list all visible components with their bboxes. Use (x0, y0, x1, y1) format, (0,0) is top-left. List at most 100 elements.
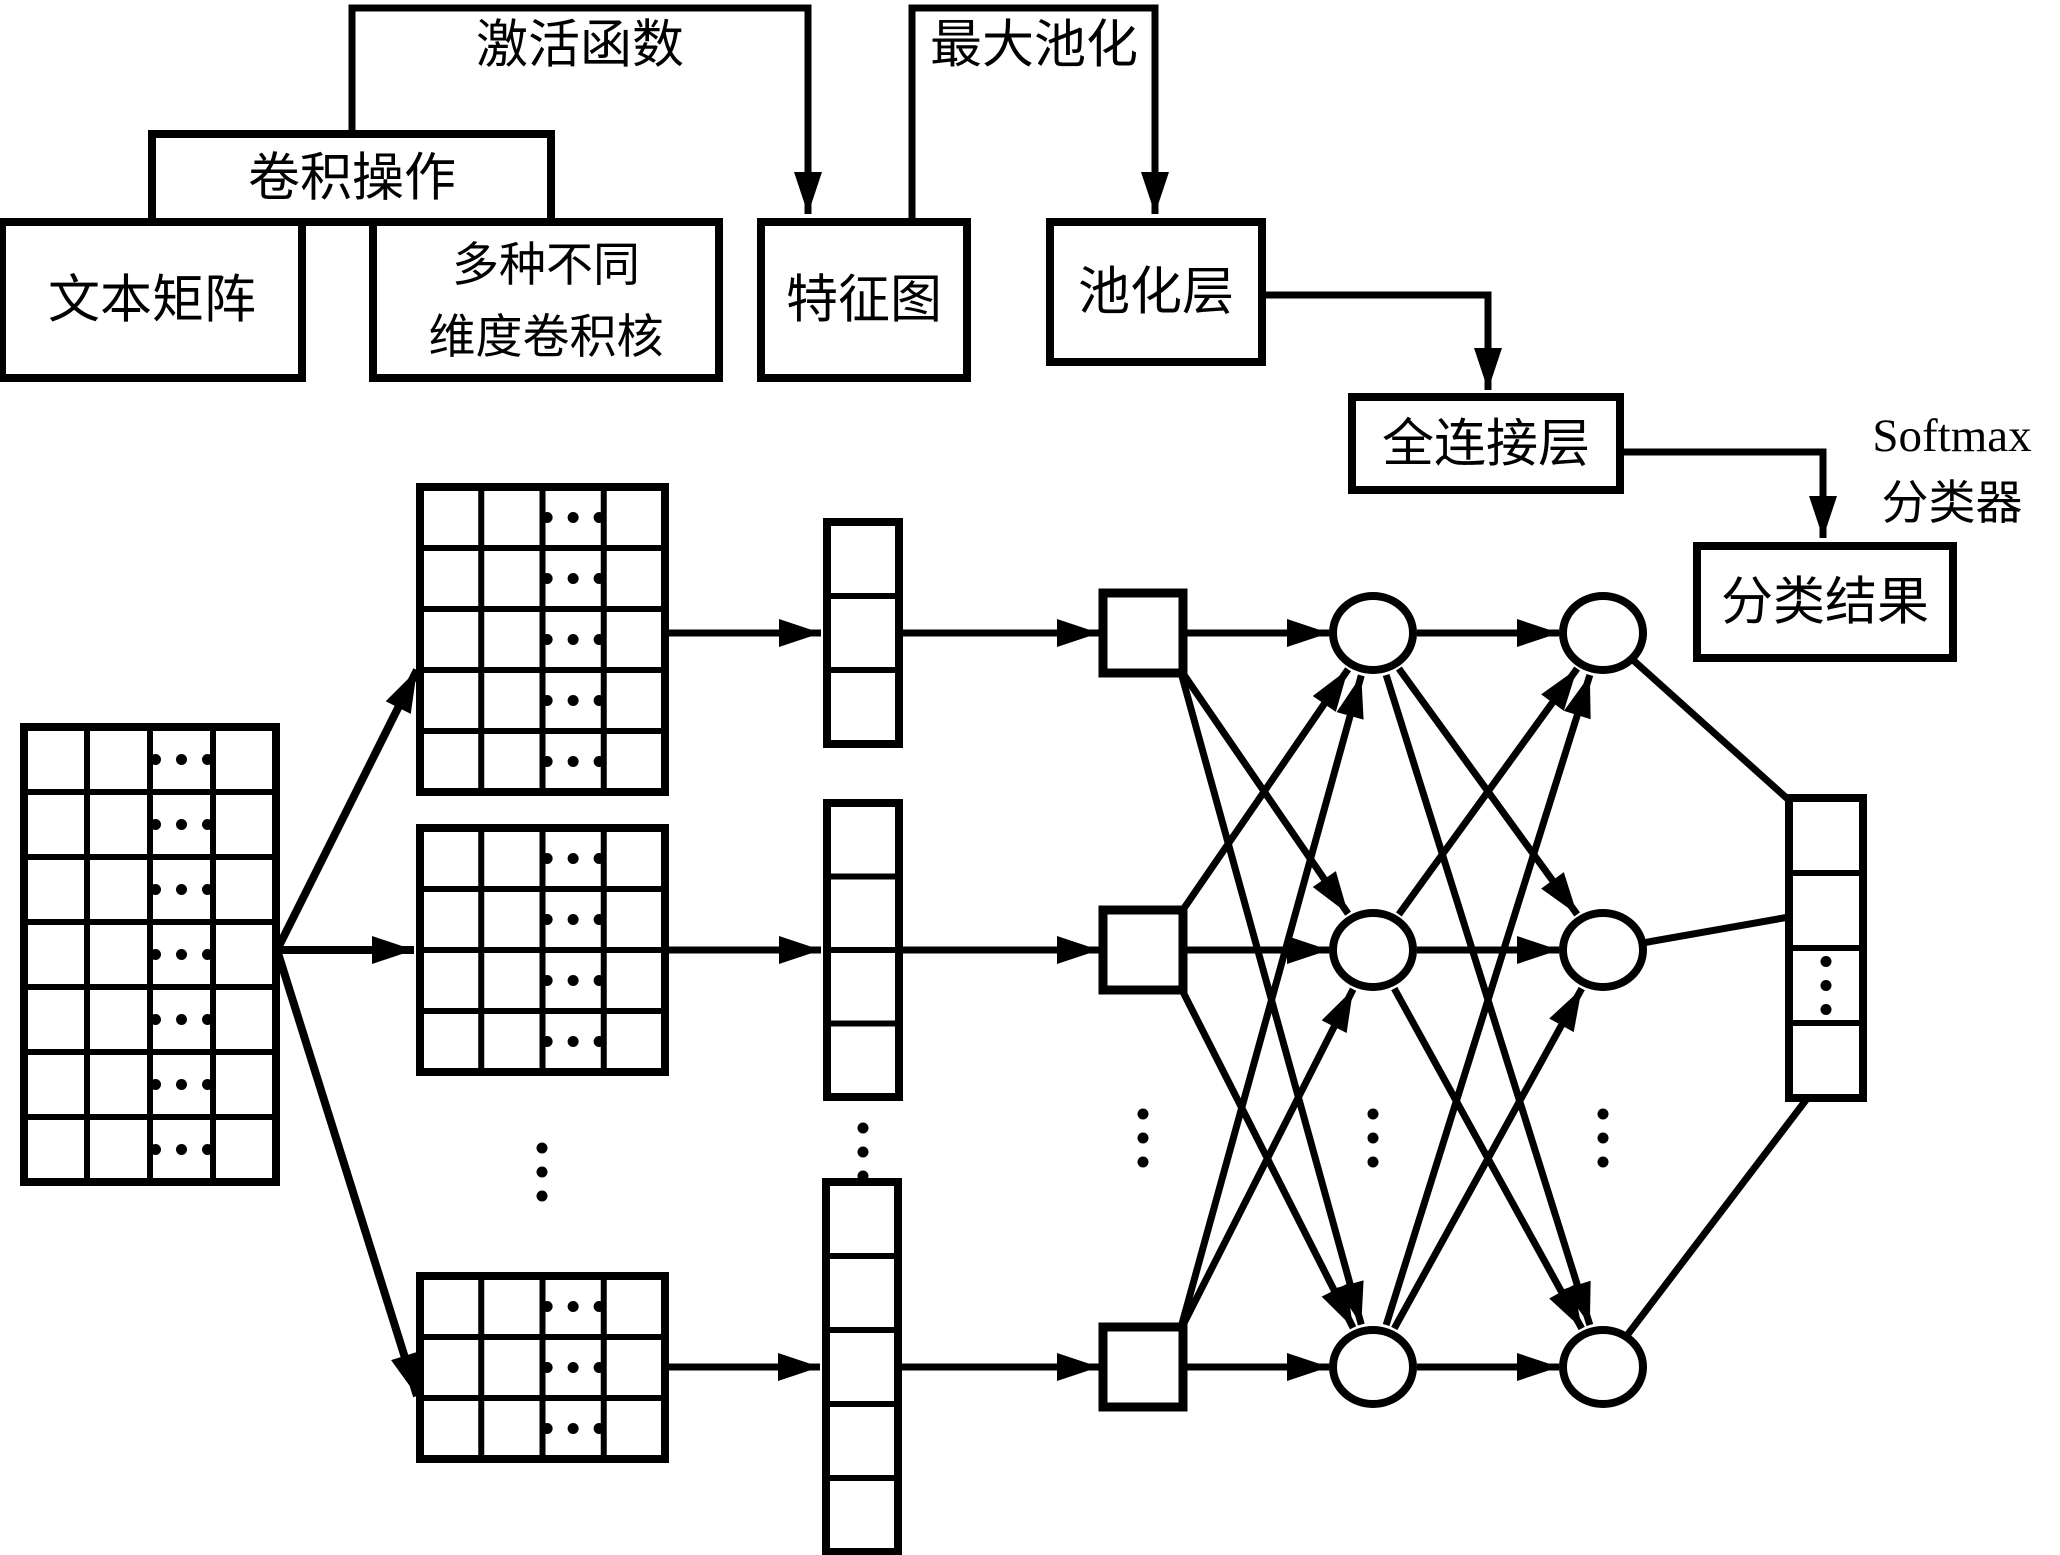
ellipsis-dot (567, 914, 579, 925)
cell-ellipsis (150, 884, 213, 895)
feature-map-label: 特征图 (786, 273, 942, 330)
ellipsis-dot (541, 975, 553, 986)
softmax-label-line1: Softmax (1872, 410, 2031, 462)
ellipsis-dot (150, 1144, 161, 1155)
ellipsis-dot (541, 1036, 553, 1047)
hidden2-neuron-1 (1559, 592, 1647, 674)
ellipsis-dot (593, 1036, 605, 1047)
pool-to-hidden1-arrow (1176, 987, 1357, 1333)
network-nodes-layer (20, 483, 1867, 1555)
cell-ellipsis (541, 1362, 605, 1373)
ellipsis-dot (536, 1190, 548, 1202)
output-vector (1785, 794, 1867, 1102)
result-label: 分类结果 (1721, 575, 1929, 632)
ellipsis-dot (541, 1301, 553, 1312)
feature-column-1-border (823, 518, 903, 748)
ellipsis-dot (567, 695, 579, 706)
ellipsis-dot (1367, 1156, 1379, 1168)
kernels-label-line1: 多种不同 (452, 240, 640, 292)
ellipsis-dot (1820, 956, 1832, 967)
hidden2-to-output-line (1641, 913, 1790, 947)
pooling-layer-label: 池化层 (1078, 265, 1234, 322)
ellipsis-dot (567, 1036, 579, 1047)
ellipsis-dot (567, 634, 579, 645)
ellipsis-dot (541, 573, 553, 584)
cell-ellipsis (541, 512, 605, 523)
hidden1-to-hidden2-arrow (1396, 666, 1580, 917)
pool-to-hidden1-arrow (1176, 674, 1365, 1332)
ellipsis-dot (202, 754, 213, 765)
pooling-to-fc-connector (1262, 291, 1502, 390)
pooled-square-2 (1098, 905, 1188, 995)
activation-bracket (348, 4, 822, 214)
ellipsis-dot (541, 914, 553, 925)
hidden2-to-output-line (1624, 1097, 1809, 1338)
ellipsis-dot (593, 756, 605, 767)
ellipsis-dot (593, 975, 605, 986)
activation-label: 激活函数 (476, 18, 684, 75)
ellipsis-dot (567, 975, 579, 986)
cell-ellipsis (150, 1144, 213, 1155)
feature-column-2 (823, 799, 903, 1101)
cell-ellipsis (541, 975, 605, 986)
cell-ellipsis (541, 695, 605, 706)
ellipsis-dot (150, 754, 161, 765)
ellipsis-dot (176, 884, 187, 895)
cell-ellipsis (541, 756, 605, 767)
ellipsis-dot (567, 512, 579, 523)
fc-to-result-connector (1620, 448, 1837, 538)
ellipsis-dot (593, 573, 605, 584)
kernels-label-line2: 维度卷积核 (429, 312, 664, 364)
ellipsis-dot (202, 819, 213, 830)
fanout-arrow-bottom (273, 948, 421, 1398)
ellipsis-dot (541, 853, 553, 864)
ellipsis-dot (567, 756, 579, 767)
cell-ellipsis (541, 573, 605, 584)
pooled-square-3 (1098, 1322, 1188, 1412)
ellipsis-dot (1597, 1156, 1609, 1168)
ellipsis-dot (593, 634, 605, 645)
ellipsis-dot (150, 819, 161, 830)
cell-ellipsis (541, 1301, 605, 1312)
connection-lines-layer (273, 619, 1809, 1398)
ellipsis-dot (1137, 1156, 1149, 1168)
ellipsis-dot (150, 1079, 161, 1090)
feature-column-3-border (822, 1178, 902, 1555)
hidden1-to-hidden2-arrow (1391, 986, 1585, 1331)
ellipsis-dot (202, 1079, 213, 1090)
kernel-grids-vertical-ellipsis (536, 1142, 548, 1202)
ellipsis-dot (1597, 1132, 1609, 1144)
result-box (1693, 542, 1957, 662)
convolution-label: 卷积操作 (248, 151, 456, 208)
ellipsis-dot (202, 884, 213, 895)
ellipsis-dot (593, 512, 605, 523)
ellipsis-dot (176, 754, 187, 765)
ellipsis-dot (567, 1423, 579, 1434)
ellipsis-dot (1597, 1108, 1609, 1120)
feature-column-3 (822, 1178, 902, 1555)
max-pooling-label: 最大池化 (930, 18, 1138, 75)
cell-ellipsis (150, 1079, 213, 1090)
cell-ellipsis (150, 949, 213, 960)
pool-to-hidden1-arrow (1177, 667, 1351, 916)
ellipsis-dot (150, 1014, 161, 1025)
ellipsis-dot (541, 1423, 553, 1434)
ellipsis-dot (1367, 1132, 1379, 1144)
ellipsis-dot (541, 756, 553, 767)
hidden1-neuron-2 (1329, 909, 1417, 991)
ellipsis-dot (593, 695, 605, 706)
ellipsis-dot (857, 1146, 869, 1158)
cell-ellipsis (150, 754, 213, 765)
ellipsis-dot (1137, 1108, 1149, 1120)
text-matrix-box (0, 218, 306, 382)
ellipsis-dot (150, 949, 161, 960)
ellipsis-dot (176, 1014, 187, 1025)
hidden2-vertical-ellipsis (1597, 1108, 1609, 1168)
ellipsis-dot (176, 949, 187, 960)
ellipsis-dot (857, 1122, 869, 1134)
ellipsis-dot (541, 695, 553, 706)
fully-connected-label: 全连接层 (1382, 417, 1590, 474)
hidden1-neuron-3 (1329, 1326, 1417, 1408)
ellipsis-dot (567, 1301, 579, 1312)
